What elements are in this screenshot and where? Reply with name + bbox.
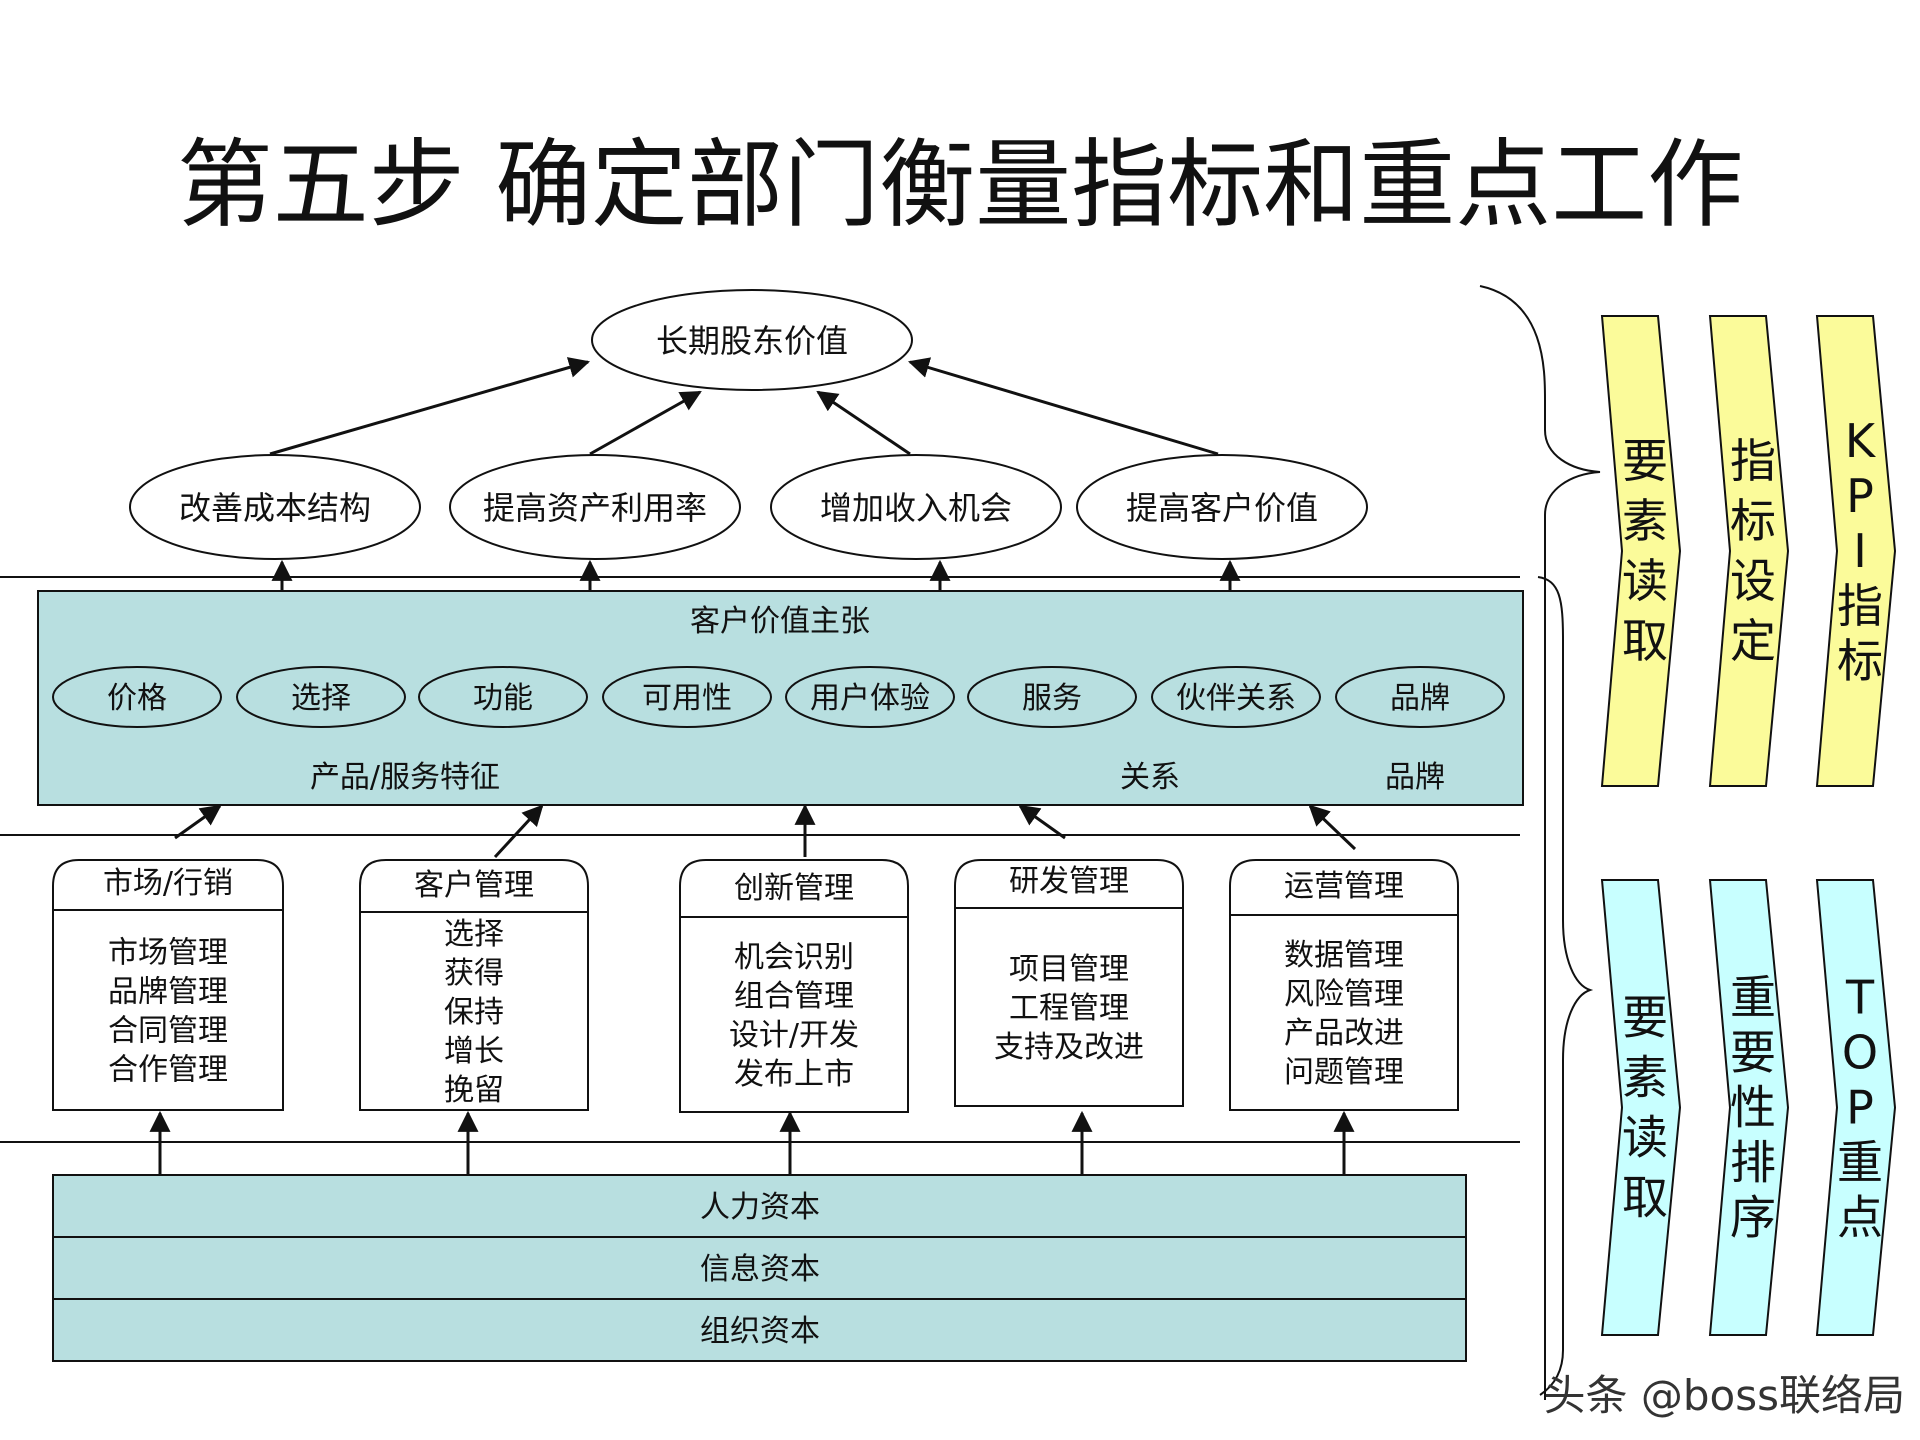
goal-node: 长期股东价值	[591, 289, 913, 391]
strategy-label: 提高客户价值	[1126, 489, 1318, 527]
process-item: 问题管理	[1284, 1055, 1404, 1090]
strategy-row: 改善成本结构 提高资产利用率 增加收入机会 提高客户价值	[129, 454, 1368, 560]
brace-top	[1479, 285, 1601, 1400]
process-name: 运营管理	[1284, 869, 1404, 904]
process-item: 机会识别	[734, 940, 854, 975]
process-item: 获得	[444, 956, 504, 991]
strategy-label: 提高资产利用率	[483, 489, 707, 527]
attribute-label: 伙伴关系	[1176, 681, 1296, 716]
process-item: 增长	[444, 1034, 504, 1069]
process-name: 市场/行销	[103, 866, 233, 901]
attribute-node: 功能	[418, 666, 588, 728]
process-item: 合作管理	[108, 1053, 228, 1088]
chevron: 要素读取	[1600, 879, 1682, 1336]
attribute-node: 品牌	[1335, 666, 1505, 728]
strategy-arrows	[269, 357, 1219, 456]
process-item: 选择	[444, 917, 504, 952]
process-up-arrows	[174, 803, 1357, 859]
attribute-label: 选择	[291, 681, 351, 716]
page-title: 第五步 确定部门衡量指标和重点工作	[177, 129, 1744, 241]
process-name: 创新管理	[734, 871, 854, 906]
attribute-node: 选择	[236, 666, 406, 728]
capital-organization: 组织资本	[700, 1314, 820, 1349]
attribute-label: 价格	[107, 681, 167, 716]
chevron: 要素读取	[1600, 315, 1682, 787]
attribute-node: 服务	[967, 666, 1137, 728]
process-item: 发布上市	[734, 1057, 854, 1092]
process-item: 产品改进	[1284, 1016, 1404, 1051]
chevron: 重要性排序	[1708, 879, 1790, 1336]
attribute-label: 用户体验	[810, 681, 930, 716]
process-item: 市场管理	[108, 936, 228, 971]
process-item: 项目管理	[1009, 952, 1129, 987]
strategy-node: 改善成本结构	[129, 454, 421, 560]
layer-separators	[0, 576, 1520, 1143]
strategy-label: 增加收入机会	[820, 489, 1012, 527]
attribute-node: 用户体验	[785, 666, 955, 728]
panel-up-arrows	[271, 559, 1241, 591]
process-item: 支持及改进	[994, 1030, 1144, 1065]
capital-information: 信息资本	[700, 1252, 820, 1287]
chevron-label: 要素读取	[1622, 434, 1668, 668]
watermark: 头条 @boss联络局	[1544, 1371, 1905, 1420]
strategy-label: 改善成本结构	[179, 489, 371, 527]
attribute-node: 伙伴关系	[1151, 666, 1321, 728]
attribute-row: 价格 选择 功能 可用性 用户体验 服务 伙伴关系 品牌	[52, 666, 1505, 728]
attribute-node: 可用性	[602, 666, 772, 728]
category-brand: 品牌	[1385, 760, 1445, 795]
process-item: 风险管理	[1284, 977, 1404, 1012]
customer-value-panel: 客户价值主张 价格选择功能可用性用户体验服务伙伴关系品牌 产品/服务特征 关系 …	[37, 590, 1524, 806]
category-relationship: 关系	[1120, 760, 1180, 795]
attribute-label: 功能	[473, 681, 533, 716]
attribute-label: 品牌	[1390, 681, 1450, 716]
capital-up-arrows	[149, 1110, 1355, 1175]
strategy-node: 提高客户价值	[1076, 454, 1368, 560]
process-item: 组合管理	[734, 979, 854, 1014]
strategy-node: 增加收入机会	[770, 454, 1062, 560]
process-name: 客户管理	[414, 868, 534, 903]
process-item: 合同管理	[108, 1014, 228, 1049]
process-name: 研发管理	[1009, 864, 1129, 899]
chevron-label: 要素读取	[1622, 991, 1668, 1225]
chevron: 指标设定	[1708, 315, 1790, 787]
process-item: 设计/开发	[729, 1018, 859, 1053]
process-row: 市场/行销市场管理品牌管理合同管理合作管理客户管理选择获得保持增长挽留创新管理机…	[52, 859, 1459, 1113]
process-item: 品牌管理	[108, 975, 228, 1010]
attribute-node: 价格	[52, 666, 222, 728]
process-item: 工程管理	[1009, 991, 1129, 1026]
process-item: 保持	[444, 995, 504, 1030]
chevron-label: 指标设定	[1730, 434, 1776, 668]
goal-label: 长期股东价值	[656, 322, 848, 360]
panel-header: 客户价值主张	[690, 604, 870, 639]
brace-bottom	[1537, 576, 1594, 1396]
process-item: 挽留	[444, 1073, 504, 1108]
strategy-node: 提高资产利用率	[449, 454, 741, 560]
category-product-service: 产品/服务特征	[310, 760, 500, 795]
capitals-stack: 人力资本 信息资本 组织资本	[52, 1174, 1467, 1362]
attribute-label: 可用性	[642, 681, 732, 716]
chevron-label: 重要性排序	[1730, 971, 1776, 1245]
capital-human: 人力资本	[700, 1190, 820, 1225]
process-item: 数据管理	[1284, 938, 1404, 973]
attribute-label: 服务	[1022, 681, 1082, 716]
